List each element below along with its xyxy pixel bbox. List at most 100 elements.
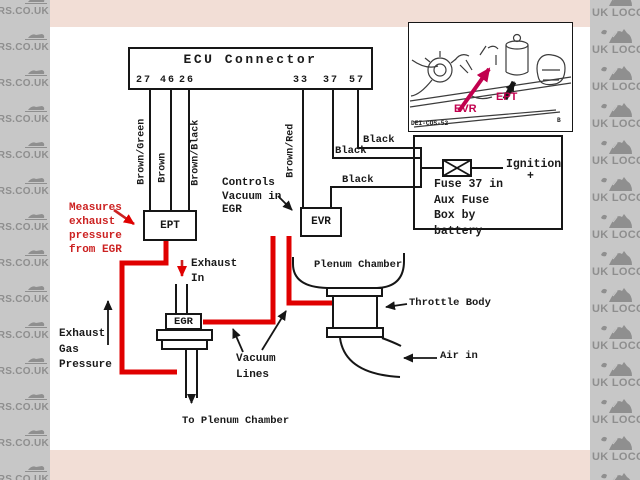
- car-logo-icon: [25, 358, 47, 364]
- locost-logo-icon: [601, 399, 632, 413]
- watermark-text: DERS.CO.UK: [0, 366, 49, 377]
- watermark-text: UK LOCOST: [592, 118, 640, 130]
- watermark-tile: UK LOCOST: [590, 284, 640, 321]
- watermark-tile: DERS.CO.UK: [0, 140, 50, 177]
- text-line: battery: [434, 224, 483, 238]
- watermark-tile: DERS.CO.UK: [0, 68, 50, 105]
- text-line: Box by: [434, 209, 476, 222]
- watermark-tile: UK LOCOST: [590, 62, 640, 99]
- watermark-text: UK LOCOST: [592, 340, 640, 352]
- watermark-tile: UK LOCOST: [590, 432, 640, 469]
- car-logo-icon: [25, 0, 47, 4]
- watermark-tile: UK LOCOST: [590, 395, 640, 432]
- watermark-tile: UK LOCOST: [590, 0, 640, 25]
- watermark-text: DERS.CO.UK: [0, 186, 49, 197]
- watermark-text: UK LOCOST: [592, 266, 640, 278]
- watermark-text: UK LOCOST: [592, 155, 640, 167]
- watermark-text: DERS.CO.UK: [0, 78, 49, 89]
- locost-logo-icon: [601, 473, 631, 480]
- throttle-body-shape: [332, 295, 378, 329]
- controls-vacuum-note: Controls Vacuum in EGR: [222, 177, 281, 218]
- watermark-text: DERS.CO.UK: [0, 294, 49, 305]
- wire-label-black-upper: Black: [363, 134, 395, 146]
- evr-box: EVR: [300, 207, 342, 237]
- watermark-tile: DERS.CO.UK: [0, 32, 50, 69]
- watermark-tile: UK LOCOST: [590, 321, 640, 358]
- locost-logo-icon: [601, 214, 632, 228]
- ecu-pin-37: 37: [323, 75, 340, 86]
- car-logo-icon: [25, 142, 47, 148]
- inset-reference-code: DEI-COS-52: [411, 120, 449, 128]
- measures-exhaust-note: Measures exhaust pressure from EGR: [69, 201, 122, 257]
- ecu-pin-33: 33: [293, 75, 310, 86]
- watermark-tile: DERS.CO.UK: [0, 392, 50, 429]
- car-logo-icon: [25, 106, 47, 112]
- watermark-text: DERS.CO.UK: [0, 330, 49, 341]
- ept-box: EPT: [143, 210, 197, 241]
- car-logo-icon: [25, 394, 47, 400]
- car-logo-icon: [25, 70, 47, 76]
- car-logo-icon: [25, 430, 47, 436]
- watermark-text: UK LOCOST: [592, 377, 640, 389]
- car-logo-icon: [25, 250, 47, 256]
- watermark-tile: UK LOCOST: [590, 173, 640, 210]
- text-line: Pressure: [59, 359, 112, 371]
- watermark-text: DERS.CO.UK: [0, 150, 49, 161]
- text-line: from EGR: [69, 244, 122, 256]
- text-line: Vacuum: [236, 353, 276, 365]
- ignition-plus: +: [527, 170, 534, 183]
- fuse-box-outline: [413, 135, 563, 230]
- inset-evr-label: EVR: [454, 103, 477, 115]
- locost-logo-icon: [601, 177, 632, 191]
- watermark-text: UK LOCOST: [592, 44, 640, 56]
- locost-logo-icon: [601, 362, 632, 376]
- watermark-tile: UK LOCOST: [590, 358, 640, 395]
- watermark-tile: DERS.CO.UK: [0, 428, 50, 465]
- locost-logo-icon: [601, 66, 632, 80]
- watermark-text: DERS.CO.UK: [0, 42, 49, 53]
- text-line: pressure: [69, 230, 122, 242]
- throttle-top-flange: [326, 287, 383, 297]
- watermark-text: UK LOCOST: [592, 414, 640, 426]
- text-line: Measures: [69, 202, 122, 214]
- exhaust-gas-pressure-label: Exhaust Gas Pressure: [59, 327, 112, 374]
- plenum-chamber-label: Plenum Chamber: [314, 259, 403, 271]
- to-plenum-chamber-label: To Plenum Chamber: [182, 415, 290, 427]
- watermark-text: UK LOCOST: [592, 229, 640, 241]
- vacuum-lines-arrow-right: [261, 310, 287, 351]
- text-line: Fuse 37 in: [434, 178, 504, 191]
- wire-label-black-lower: Black: [342, 174, 374, 186]
- throttle-bottom-flange: [326, 327, 384, 338]
- car-logo-icon: [25, 466, 47, 472]
- watermark-tile: DERS.CO.UK: [0, 104, 50, 141]
- watermark-tile: DERS.CO.UK: [0, 0, 50, 33]
- text-line: Controls: [222, 177, 275, 189]
- text-line: Exhaust: [59, 328, 106, 340]
- watermark-tile: UK LOCOST: [590, 247, 640, 284]
- text-line: In: [191, 273, 205, 285]
- text-line: Lines: [236, 369, 270, 381]
- engine-bay-inset-image: [408, 22, 573, 132]
- watermark-tile: DERS.CO.UK: [0, 356, 50, 393]
- ecu-title: ECU Connector: [183, 52, 318, 67]
- locost-logo-icon: [601, 288, 632, 302]
- car-logo-icon: [25, 34, 47, 40]
- egr-label: EGR: [174, 315, 193, 328]
- watermark-text: UK LOCOST: [592, 7, 640, 19]
- exhaust-in-label: Exhaust In: [191, 257, 237, 287]
- ecu-pin-26: 26: [179, 75, 196, 86]
- watermark-text: DERS.CO.UK: [0, 402, 49, 413]
- locost-logo-icon: [601, 436, 632, 450]
- watermark-tile: DERS.CO.UK: [0, 176, 50, 213]
- locost-logo-icon: [609, 0, 632, 6]
- wire-label-brown-black: Brown/Black: [190, 119, 202, 186]
- watermark-tile: DERS.CO.UK: [0, 320, 50, 357]
- ecu-connector-box: [128, 47, 373, 90]
- ecu-pin-57: 57: [349, 75, 366, 86]
- inset-ept-label: EPT: [496, 91, 518, 103]
- watermark-strip-right: UK LOCOST UK LOCOST UK LOCOST UK LOCOST …: [590, 0, 640, 480]
- text-line: Exhaust: [191, 258, 238, 270]
- wire-label-brown: Brown: [157, 152, 169, 183]
- vacuum-lines-label: Vacuum Lines: [236, 351, 276, 383]
